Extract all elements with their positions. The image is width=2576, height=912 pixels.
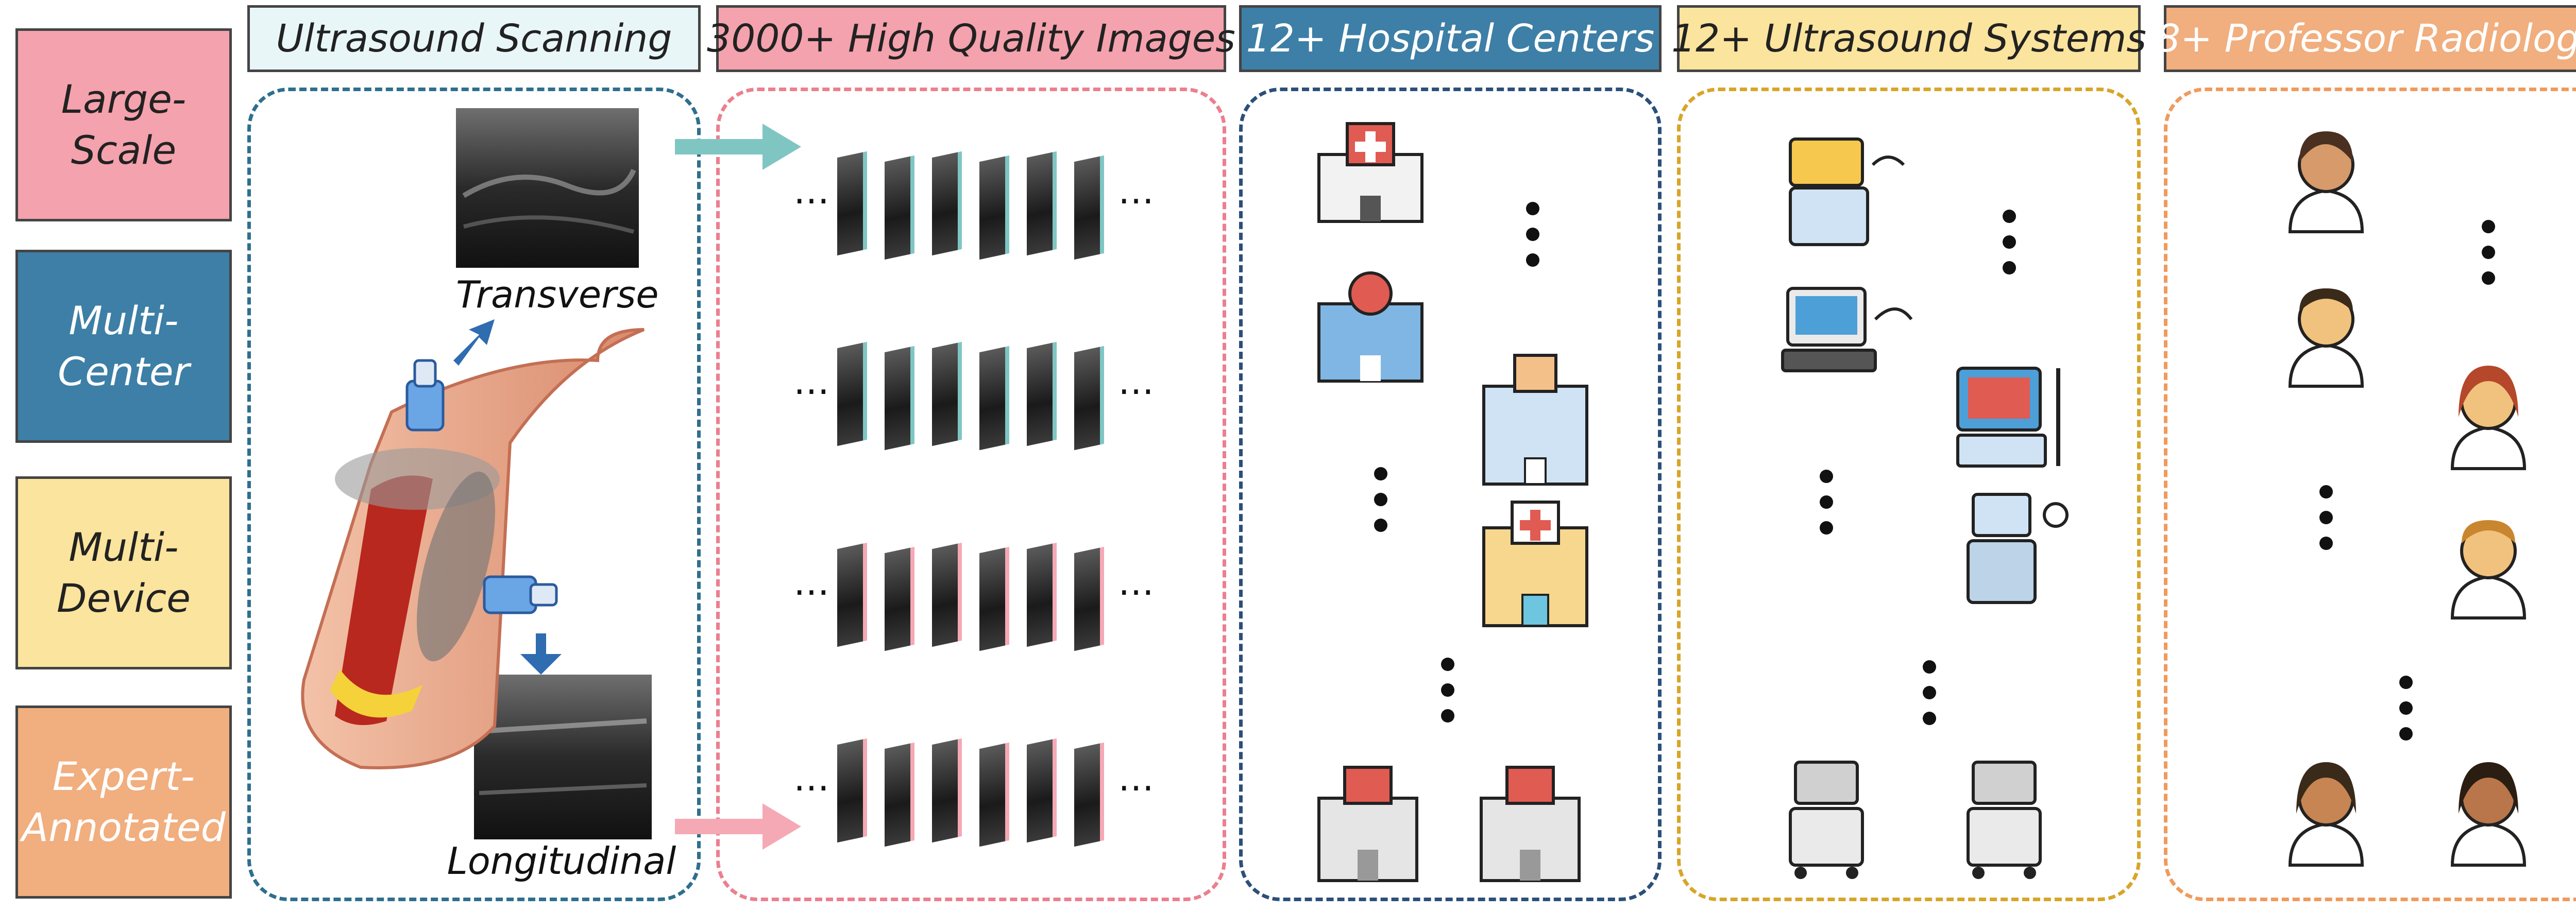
vertical-dots xyxy=(2399,676,2413,741)
vertical-dots xyxy=(2319,485,2333,550)
panel-systems xyxy=(1677,88,2141,901)
panel-radiologists xyxy=(2164,88,2576,901)
row-ellipsis-left: … xyxy=(793,561,831,604)
header-systems: 12+ Ultrasound Systems xyxy=(1671,5,2146,72)
header-images: 3000+ High Quality Images xyxy=(707,5,1235,72)
longitudinal-caption: Longitudinal xyxy=(447,839,676,883)
hospital-icon xyxy=(1317,766,1418,882)
label-multi-device-text: Multi- Device xyxy=(57,524,191,621)
longitudinal-arrow-icon xyxy=(520,633,562,675)
radiologist-icon xyxy=(2288,288,2364,388)
artery-illustration xyxy=(301,328,645,769)
hospital-icon xyxy=(1482,354,1588,486)
transverse-ultrasound-image xyxy=(456,108,639,268)
label-multi-center: Multi- Center xyxy=(15,250,232,443)
radiologist-icon xyxy=(2450,366,2527,470)
hospital-icon xyxy=(1317,122,1423,223)
vertical-dots xyxy=(2482,220,2495,285)
vertical-dots xyxy=(1374,467,1387,532)
row-ellipsis-left: … xyxy=(793,170,831,212)
vertical-dots xyxy=(2003,210,2016,274)
header-radiologists: 8+ Professor Radiologists xyxy=(2156,5,2576,72)
ultrasound-system-icon xyxy=(1789,137,1905,246)
panel-scanning xyxy=(247,88,701,901)
row-ellipsis-right: … xyxy=(1118,561,1155,604)
row-ellipsis-right: … xyxy=(1118,170,1155,212)
header-systems-text: 12+ Ultrasound Systems xyxy=(1671,16,2146,61)
vertical-dots xyxy=(1441,658,1454,722)
ultrasound-system-icon xyxy=(1967,761,2042,879)
radiologist-icon xyxy=(2288,762,2364,867)
radiologist-icon xyxy=(2450,762,2527,867)
longitudinal-ultrasound-image xyxy=(474,675,652,839)
row-ellipsis-right: … xyxy=(1118,360,1155,403)
header-images-text: 3000+ High Quality Images xyxy=(707,16,1235,61)
header-scanning-text: Ultrasound Scanning xyxy=(276,16,672,61)
label-expert-annotated-text: Expert- Annotated xyxy=(22,753,226,850)
arrow-to-images-bottom xyxy=(675,803,801,850)
transverse-caption: Transverse xyxy=(456,273,659,316)
hospital-icon xyxy=(1482,501,1588,627)
row-ellipsis-left: … xyxy=(793,757,831,799)
label-large-scale: Large- Scale xyxy=(15,28,232,221)
hospital-icon xyxy=(1317,271,1423,383)
row-ellipsis-left: … xyxy=(793,360,831,403)
label-large-scale-text: Large- Scale xyxy=(61,76,187,173)
arrow-to-images-top xyxy=(675,124,801,170)
vertical-dots xyxy=(1820,470,1833,535)
ultrasound-system-icon xyxy=(1956,367,2060,468)
row-ellipsis-right: … xyxy=(1118,757,1155,799)
label-multi-device: Multi- Device xyxy=(15,476,232,669)
radiologist-icon xyxy=(2288,131,2364,233)
transverse-arrow-icon xyxy=(453,319,495,366)
header-radiologists-text: 8+ Professor Radiologists xyxy=(2156,16,2576,61)
hospital-icon xyxy=(1480,766,1581,882)
ultrasound-system-icon xyxy=(1967,493,2069,604)
label-expert-annotated: Expert- Annotated xyxy=(15,705,232,899)
header-scanning: Ultrasound Scanning xyxy=(247,5,701,72)
transverse-probe-icon xyxy=(405,359,445,432)
longitudinal-probe-icon xyxy=(483,575,558,614)
label-multi-center-text: Multi- Center xyxy=(58,297,190,394)
vertical-dots xyxy=(1526,202,1539,267)
panel-hospitals xyxy=(1239,88,1662,901)
header-hospitals-text: 12+ Hospital Centers xyxy=(1246,16,1655,61)
ultrasound-system-icon xyxy=(1789,761,1864,879)
header-hospitals: 12+ Hospital Centers xyxy=(1239,5,1662,72)
radiologist-icon xyxy=(2450,520,2527,620)
panel-images xyxy=(716,88,1226,901)
vertical-dots xyxy=(1923,660,1936,725)
ultrasound-system-icon xyxy=(1781,287,1913,372)
